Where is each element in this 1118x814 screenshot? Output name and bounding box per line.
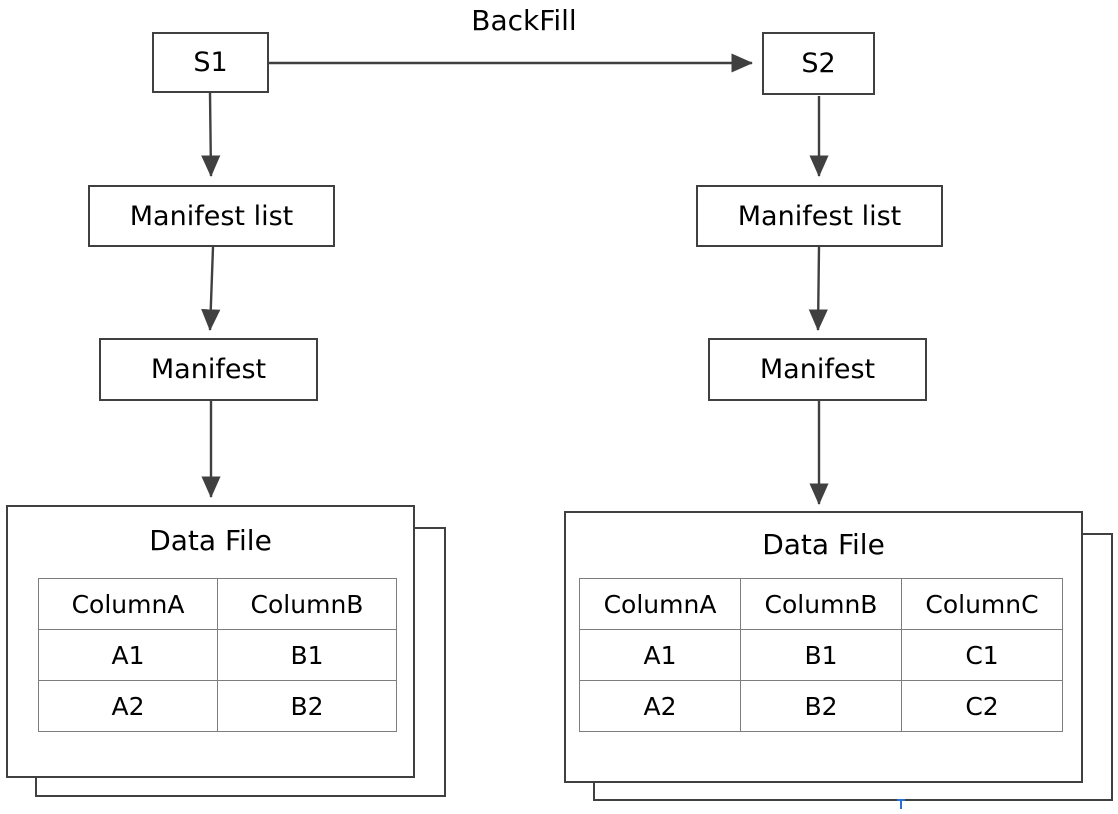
arrow-s1-to-manifest-list: [201, 92, 221, 177]
manifest-list-box-right[interactable]: Manifest list: [696, 185, 943, 247]
table-row: A2 B2: [38, 680, 397, 732]
arrow-manifest-list-to-manifest: [201, 246, 221, 331]
table-header-cell: ColumnC: [901, 578, 1063, 630]
arrow-manifest-list-to-manifest-right: [808, 246, 828, 331]
table-cell: C1: [901, 629, 1063, 681]
data-file-title-left: Data File: [149, 524, 272, 557]
table-header-row: ColumnA ColumnB: [38, 578, 397, 630]
manifest-list-box-left-label: Manifest list: [129, 200, 294, 232]
table-cell: A1: [579, 629, 741, 681]
manifest-list-box-left[interactable]: Manifest list: [88, 185, 335, 247]
source-box-s1-label: S1: [193, 47, 228, 78]
table-cell: A2: [579, 680, 741, 732]
text-caret-icon: [897, 799, 905, 809]
table-row: A2 B2 C2: [579, 680, 1063, 732]
manifest-box-right-label: Manifest: [759, 354, 876, 385]
manifest-list-box-right-label: Manifest list: [737, 200, 902, 232]
data-file-card-left[interactable]: Data File ColumnA ColumnB A1 B1 A2 B2: [6, 505, 415, 778]
table-cell: C2: [901, 680, 1063, 732]
table-cell: A1: [38, 629, 218, 681]
table-header-cell: ColumnB: [740, 578, 902, 630]
table-header-cell: ColumnA: [38, 578, 218, 630]
table-header-cell: ColumnB: [217, 578, 397, 630]
table-cell: A2: [38, 680, 218, 732]
source-box-s2[interactable]: S2: [762, 32, 875, 95]
manifest-box-right[interactable]: Manifest: [708, 338, 927, 401]
source-box-s2-label: S2: [801, 48, 836, 79]
table-cell: B1: [740, 629, 902, 681]
data-file-table-left: ColumnA ColumnB A1 B1 A2 B2: [38, 578, 397, 732]
backfill-label: BackFill: [471, 4, 577, 37]
table-cell: B2: [740, 680, 902, 732]
data-file-card-right[interactable]: Data File ColumnA ColumnB ColumnC A1 B1 …: [564, 511, 1083, 783]
source-box-s1[interactable]: S1: [152, 32, 269, 93]
table-header-row: ColumnA ColumnB ColumnC: [579, 578, 1063, 630]
table-row: A1 B1: [38, 629, 397, 681]
table-cell: B1: [217, 629, 397, 681]
manifest-box-left[interactable]: Manifest: [99, 338, 318, 401]
table-row: A1 B1 C1: [579, 629, 1063, 681]
data-file-table-right: ColumnA ColumnB ColumnC A1 B1 C1 A2 B2 C…: [579, 578, 1063, 732]
data-file-title-right: Data File: [762, 528, 885, 561]
table-header-cell: ColumnA: [579, 578, 741, 630]
manifest-box-left-label: Manifest: [150, 354, 267, 385]
table-cell: B2: [217, 680, 397, 732]
